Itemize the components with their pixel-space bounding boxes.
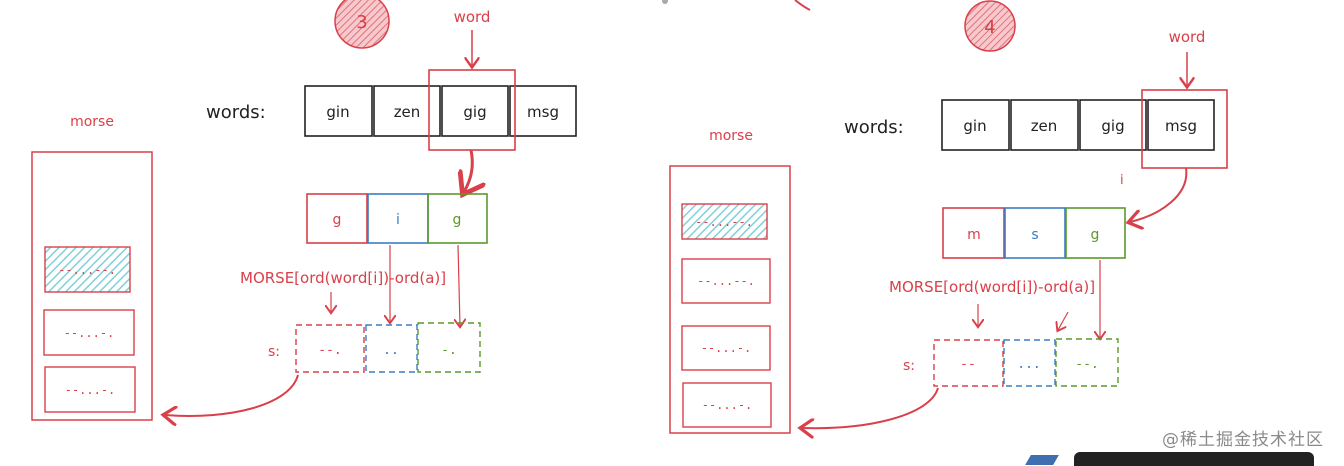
word-cell-text: gin — [326, 103, 349, 121]
append-arrow-4 — [802, 387, 939, 428]
word-cell-text: gig — [463, 103, 486, 121]
s-cell-text: -- — [960, 357, 976, 372]
words-label-3: words: — [206, 102, 266, 123]
words-array-3: gin zen gig msg — [304, 85, 577, 137]
morse-item-text: --...-. — [64, 326, 115, 340]
bottom-toolbar-fragment — [1074, 452, 1314, 466]
letter-cell-text: g — [333, 212, 342, 228]
word-cell — [1079, 99, 1147, 151]
step-badge-3 — [334, 0, 390, 49]
morse-item-text: --...-. — [702, 398, 753, 412]
s-cell — [933, 339, 1004, 387]
word-cell — [1147, 99, 1215, 151]
formula-3: MORSE[ord(word[i])-ord(a)] — [240, 269, 446, 287]
words-label-4: words: — [844, 117, 904, 138]
words-array-4: gin zen gig msg — [941, 99, 1215, 151]
word-cell-text: gin — [963, 117, 986, 135]
s-array-3: --. .. -. — [295, 322, 481, 373]
morse-label-3: morse — [70, 114, 114, 130]
letter-cell — [306, 193, 368, 244]
morse-item-text: --...-. — [701, 341, 752, 355]
stray-stroke — [794, 0, 811, 11]
map-arrow — [458, 244, 460, 326]
morse-item — [682, 382, 772, 428]
word-cell — [509, 85, 577, 137]
morse-item-text: --...--. — [58, 263, 116, 277]
morse-set-items-3: --...--. --...-. --...-. — [43, 246, 136, 413]
word-cell — [373, 85, 441, 137]
letter-cell-text: g — [453, 212, 462, 228]
word-cell — [1010, 99, 1079, 151]
letter-cell-text: i — [396, 212, 400, 228]
panel-step-3: 3 word words: gin zen gig msg g i g — [31, 0, 577, 421]
s-cell — [1003, 339, 1056, 387]
morse-item — [43, 309, 135, 356]
morse-item-text: --...-. — [65, 383, 116, 397]
morse-item-text: --...--. — [697, 274, 755, 288]
word-cell — [304, 85, 373, 137]
morse-set-container-4 — [669, 165, 791, 434]
letter-cell — [1065, 207, 1126, 259]
morse-item — [681, 258, 771, 304]
word-cell-text: msg — [527, 103, 559, 121]
letter-cell — [1004, 207, 1066, 259]
panel-step-4: 4 word words: gin zen gig msg i m s g MO… — [669, 0, 1228, 434]
morse-item — [681, 325, 771, 371]
word-cell — [941, 99, 1010, 151]
step-number-4: 4 — [984, 17, 995, 38]
s-cell — [295, 324, 365, 373]
morse-item-new — [44, 246, 131, 293]
s-cell — [365, 324, 418, 373]
logo-fragment — [1025, 455, 1059, 465]
step-badge-4 — [964, 0, 1016, 52]
index-label-4: i — [1120, 173, 1124, 188]
s-cell-text: ... — [1017, 357, 1040, 372]
morse-item-new — [681, 203, 768, 240]
word-cell-text: msg — [1165, 117, 1197, 135]
s-cell — [417, 322, 481, 373]
s-label-4: s: — [903, 358, 915, 374]
morse-set-items-4: --...--. --...--. --...-. --...-. — [681, 203, 772, 428]
morse-label-4: morse — [709, 128, 753, 144]
stray-dot — [662, 0, 668, 4]
letter-cell-text: s — [1031, 227, 1038, 243]
s-cell-text: .. — [383, 343, 399, 358]
split-arrow-4 — [1130, 167, 1188, 222]
word-cell-text: zen — [1031, 117, 1058, 135]
word-cell — [441, 85, 509, 137]
word-cell-text: gig — [1101, 117, 1124, 135]
letter-cell — [942, 207, 1005, 259]
formula-4: MORSE[ord(word[i])-ord(a)] — [889, 278, 1095, 296]
current-word-highlight-4 — [1141, 89, 1228, 169]
s-cell — [1055, 338, 1119, 387]
watermark: @稀土掘金技术社区 — [1162, 430, 1324, 450]
letters-array-3: g i g — [306, 193, 488, 244]
word-cell-text: zen — [394, 103, 421, 121]
s-array-4: -- ... --. — [933, 338, 1119, 387]
s-cell-text: --. — [318, 343, 341, 358]
word-label-3: word — [454, 8, 491, 26]
morse-set-container-3 — [31, 151, 153, 421]
letter-cell-text: g — [1091, 227, 1100, 243]
letter-cell — [427, 193, 488, 244]
s-cell-text: --. — [1075, 357, 1098, 372]
morse-item — [44, 366, 136, 413]
append-arrow-3 — [165, 374, 299, 416]
morse-item-text: --...--. — [695, 215, 753, 229]
s-cell-text: -. — [441, 343, 457, 358]
split-arrow-3 — [464, 149, 472, 192]
s-label-3: s: — [268, 344, 280, 360]
letters-array-4: m s g — [942, 207, 1126, 259]
map-arrow — [1058, 311, 1069, 330]
step-number-3: 3 — [356, 12, 367, 33]
word-label-4: word — [1169, 28, 1206, 46]
letter-cell-text: m — [967, 227, 981, 243]
